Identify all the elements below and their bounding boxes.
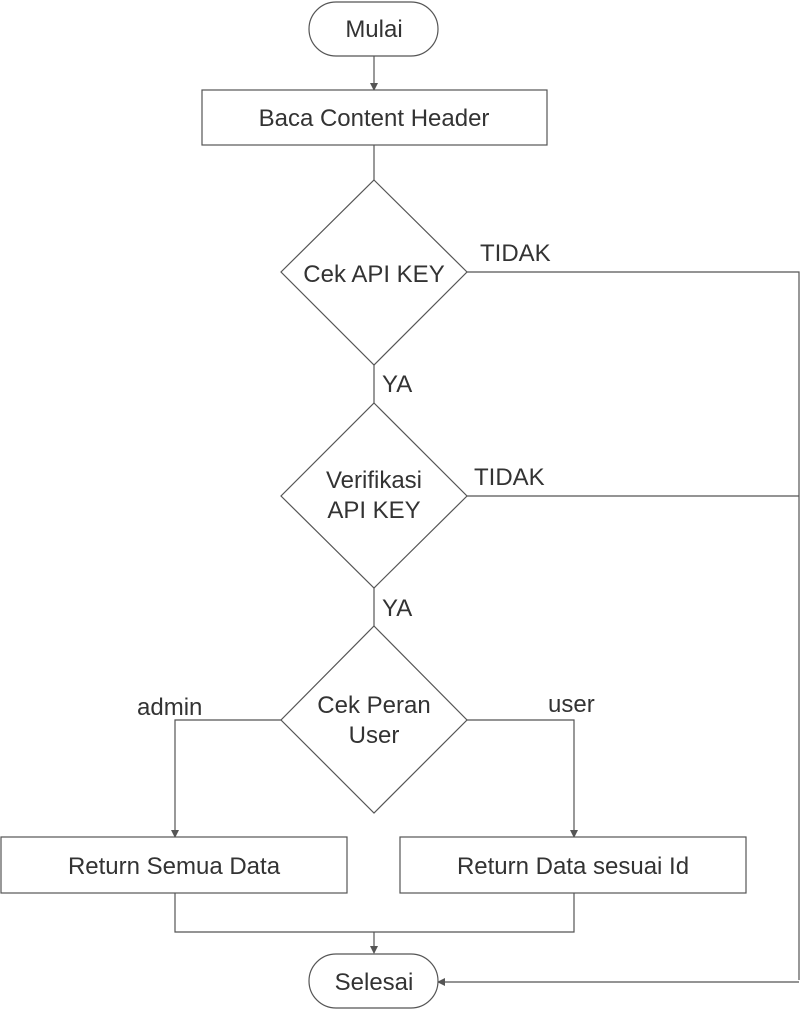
verify-api-key-label-line1: Verifikasi [326, 467, 422, 494]
verify-api-key-label-line2: API KEY [327, 497, 420, 524]
verify-api-key-decision [280, 402, 468, 589]
end-terminal [308, 953, 439, 1009]
arrow-role-user [467, 719, 578, 838]
start-terminal [308, 1, 439, 57]
check-api-key-label: Cek API KEY [303, 261, 444, 288]
role-user-label: user [548, 691, 595, 718]
line-check-no [467, 271, 800, 980]
check-no-label: TIDAK [480, 240, 551, 267]
check-role-label-line1: Cek Peran [317, 692, 430, 719]
end-label: Selesai [335, 969, 414, 996]
return-all-process [0, 836, 348, 894]
role-admin-label: admin [137, 694, 202, 721]
return-all-label: Return Semua Data [68, 853, 281, 880]
return-by-id-label: Return Data sesuai Id [457, 853, 689, 880]
start-label: Mulai [345, 16, 402, 43]
line-merge [174, 893, 575, 933]
verify-yes-label: YA [382, 595, 412, 622]
check-api-key-decision [280, 179, 468, 366]
read-header-process [201, 89, 548, 146]
arrow-role-admin [171, 719, 281, 838]
check-yes-label: YA [382, 371, 412, 398]
return-by-id-process [399, 836, 747, 894]
verify-no-label: TIDAK [474, 464, 545, 491]
check-role-decision [280, 625, 468, 814]
check-role-label-line2: User [349, 722, 400, 749]
read-header-label: Baca Content Header [259, 105, 490, 132]
